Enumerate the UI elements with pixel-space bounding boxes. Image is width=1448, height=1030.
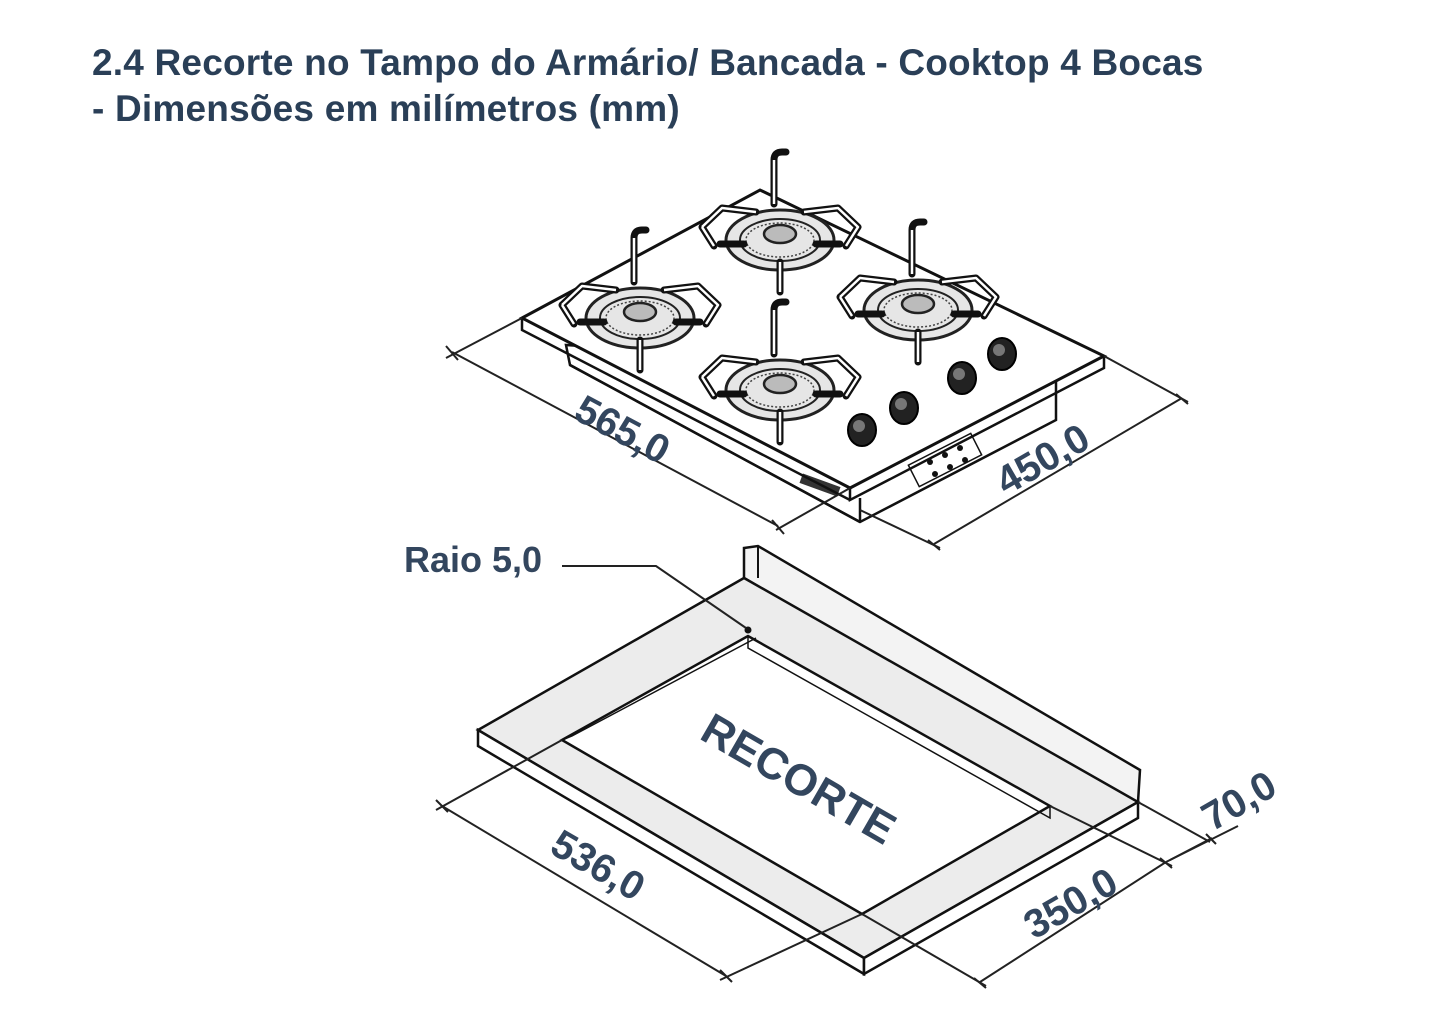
cooktop-illustration [518, 152, 1108, 524]
page-title: 2.4 Recorte no Tampo do Armário/ Bancada… [92, 40, 1412, 132]
title-line-1: 2.4 Recorte no Tampo do Armário/ Bancada… [92, 42, 1204, 83]
cutout-depth-dimension [861, 805, 1173, 989]
title-line-2: - Dimensões em milímetros (mm) [92, 88, 680, 129]
radius-label: Raio 5,0 [404, 539, 542, 580]
knob-2 [889, 391, 919, 425]
cooktop-width-dimension [445, 317, 851, 535]
countertop-illustration [475, 544, 1142, 977]
back-offset-label: 70,0 [1195, 763, 1284, 840]
knob-4 [987, 337, 1017, 371]
knob-1 [847, 413, 877, 447]
radius-leader [562, 565, 747, 629]
cooktop-depth-dimension [859, 355, 1189, 551]
cutout-width-dimension [435, 739, 863, 983]
back-offset-dimension [1137, 801, 1239, 863]
knob-3 [947, 361, 977, 395]
